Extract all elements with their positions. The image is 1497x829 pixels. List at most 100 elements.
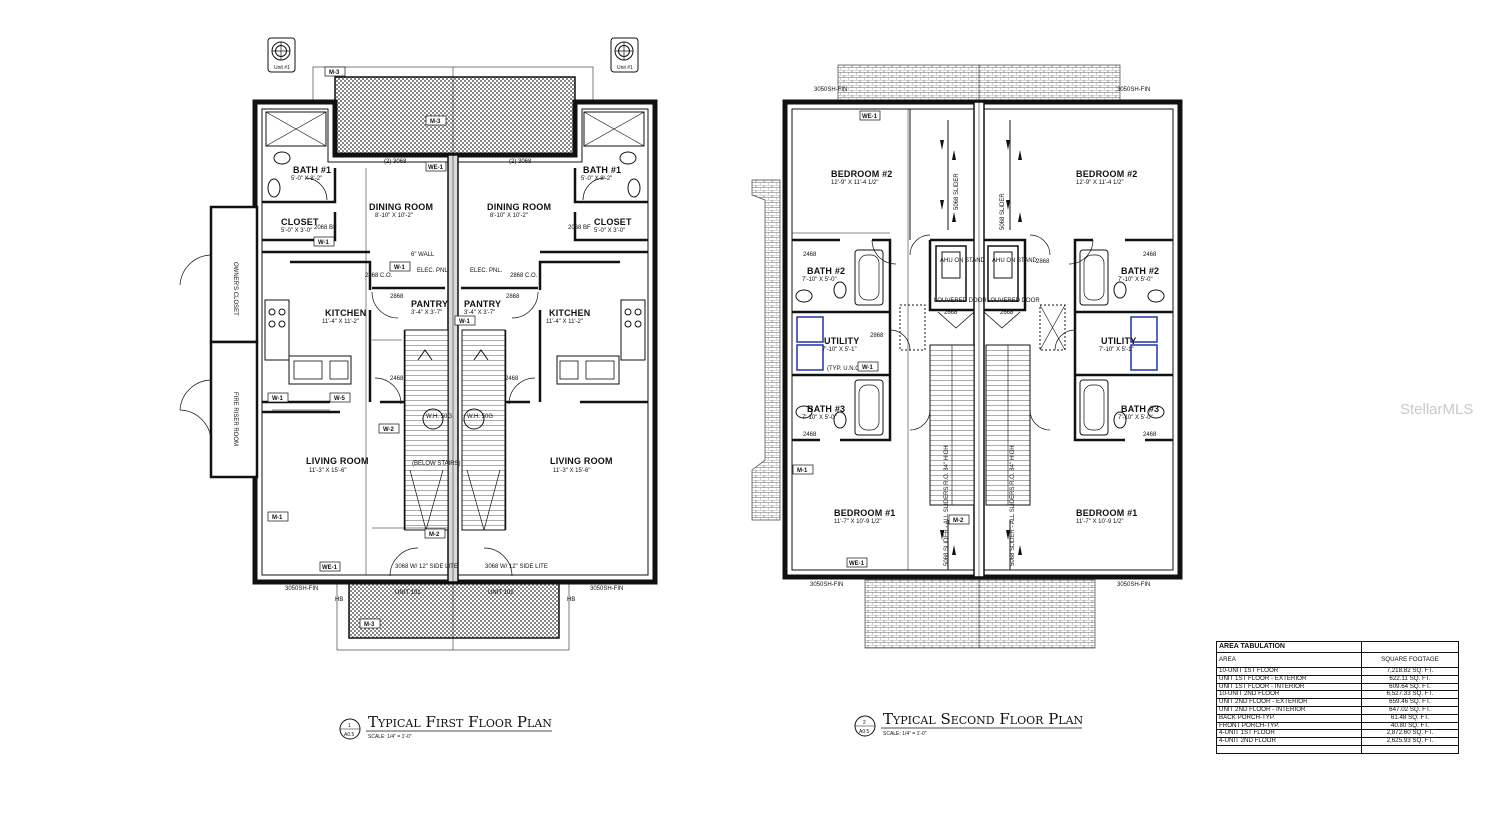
room-label: BATH #3: [1121, 404, 1159, 414]
water-heater-note: W.H. 50G: [426, 414, 452, 420]
window-note: 3050SH-FIN: [1117, 582, 1150, 588]
room-dim: 12'-9" X 11'-4 1/2": [1076, 180, 1123, 186]
elec-panel-note: ELEC. PNL.: [470, 268, 503, 274]
tag-box: M-2: [948, 514, 970, 525]
door-swings: [871, 234, 1094, 431]
unit-label: UNIT 101: [395, 590, 421, 596]
door-note: 2468: [803, 252, 817, 258]
tag-box: M-2: [424, 528, 446, 539]
sink: [795, 289, 813, 303]
room-dim: 11'-7" X 10'-9 1/2": [1076, 519, 1123, 525]
svg-text:1: 1: [348, 723, 351, 729]
front-porch-slab: [348, 581, 560, 639]
door-note: 2868: [506, 294, 520, 300]
tag-box: M-3: [324, 66, 346, 77]
toilet: [1113, 411, 1127, 429]
shower-left: [265, 111, 327, 147]
ahu-closet-right: [987, 245, 1019, 302]
kitchen-island-right: [556, 355, 620, 385]
louvered-note: LOUVERED DOOR: [934, 298, 987, 304]
exterior-wall-inner: [261, 108, 649, 576]
svg-text:A0.5: A0.5: [344, 732, 355, 738]
svg-text:W-1: W-1: [862, 365, 874, 371]
table-row: BACK PORCH-TYP.61.48 SQ. FT.: [1216, 713, 1460, 723]
toilet: [1113, 281, 1127, 299]
svg-text:M-3: M-3: [430, 119, 441, 125]
svg-text:M-2: M-2: [429, 532, 440, 538]
svg-text:M-3: M-3: [364, 622, 375, 628]
svg-text:W-2: W-2: [383, 427, 395, 433]
room-dim: 12'-9" X 11'-4 1/2": [831, 180, 878, 186]
tag-box: M-3: [359, 618, 381, 629]
door-note: 2868 C.O.: [365, 273, 393, 279]
plan-title-first-floor: 1 A0.5 Typical First Floor Plan SCALE: 1…: [339, 713, 552, 740]
svg-text:M-2: M-2: [953, 518, 964, 524]
svg-text:WE-1: WE-1: [428, 165, 444, 171]
room-label: LIVING ROOM: [306, 456, 369, 466]
door-note: (2) 3068: [384, 159, 407, 165]
tag-box: M-1: [792, 464, 814, 475]
toilet-left: [273, 151, 291, 165]
room-label: BATH #1: [583, 165, 621, 175]
room-dim: 7'-10" X 5'-0": [802, 415, 837, 421]
sink: [1147, 289, 1165, 303]
room-dim: 7'-10" X 5'-1": [1099, 347, 1134, 353]
attic-access: [899, 304, 926, 351]
room-label: UTILITY: [824, 336, 859, 346]
interior-walls: [792, 238, 1173, 442]
door-note: 2868: [390, 294, 404, 300]
svg-text:W-1: W-1: [318, 240, 330, 246]
dimension-lines: [792, 109, 909, 570]
tub-bath2-right: [1079, 249, 1109, 306]
svg-text:A0.5: A0.5: [859, 729, 870, 735]
tag-box: W-1: [389, 261, 411, 272]
slider-note: 5068 SLIDER - ALL SLIDERS R.O. 84" HIGH: [944, 445, 950, 566]
tag-box: W-2: [378, 423, 400, 434]
tag-box: M-3: [425, 115, 447, 126]
room-label: BATH #2: [807, 266, 845, 276]
tag-box: W-1: [454, 315, 476, 326]
room-label: OWNER'S CLOSET: [232, 262, 238, 316]
hose-bib-note: HB: [567, 597, 575, 603]
unit-label: UNIT 102: [488, 590, 514, 596]
svg-text:W-1: W-1: [272, 396, 284, 402]
sink: [795, 405, 813, 419]
elec-panel-note: ELEC. PNL.: [417, 268, 450, 274]
back-porch-slab: [334, 76, 576, 156]
tub-bath3-left: [854, 379, 884, 436]
ahu-closet-left: [935, 245, 967, 302]
washer-left: [796, 316, 824, 343]
stairs-left: [404, 329, 449, 531]
unit-badge-right: Unit #1: [610, 37, 639, 73]
room-label: LIVING ROOM: [550, 456, 613, 466]
dryer-left: [796, 344, 824, 371]
table-row: FRONT PORCH-TYP.40.80 SQ. FT.: [1216, 721, 1460, 731]
room-label: UTILITY: [1101, 336, 1136, 346]
sink-right: [627, 178, 641, 198]
plan-scale: SCALE: 1/4" = 1'-0": [368, 734, 412, 740]
room-dim: 11'-3" X 15'-6": [553, 468, 590, 474]
window-note: 3050SH-FIN: [590, 586, 623, 592]
door-note: 2468: [390, 376, 404, 382]
water-heater-right: [463, 408, 485, 430]
toilet: [833, 281, 847, 299]
svg-text:M-1: M-1: [272, 515, 283, 521]
ahu-note: AHU ON STAND: [992, 258, 1038, 264]
door-note: 2468: [803, 432, 817, 438]
room-dim: 7'-10" X 5'-0": [802, 277, 837, 283]
room-label: FIRE RISER ROOM: [232, 392, 238, 446]
svg-text:W-1: W-1: [459, 319, 471, 325]
door-note: 2868 C.O.: [510, 273, 538, 279]
room-dim: 7'-10" X 5'-1": [822, 347, 857, 353]
room-label: CLOSET: [594, 217, 632, 227]
dimension-lines: [272, 168, 448, 575]
tag-box: WE-1: [319, 561, 341, 572]
room-dim: 11'-4" X 11'-2": [546, 319, 583, 325]
toilet: [833, 411, 847, 429]
room-dim: 7'-10" X 5'-0": [1118, 415, 1153, 421]
roof-front: [864, 579, 1096, 649]
room-label: CLOSET: [281, 217, 319, 227]
